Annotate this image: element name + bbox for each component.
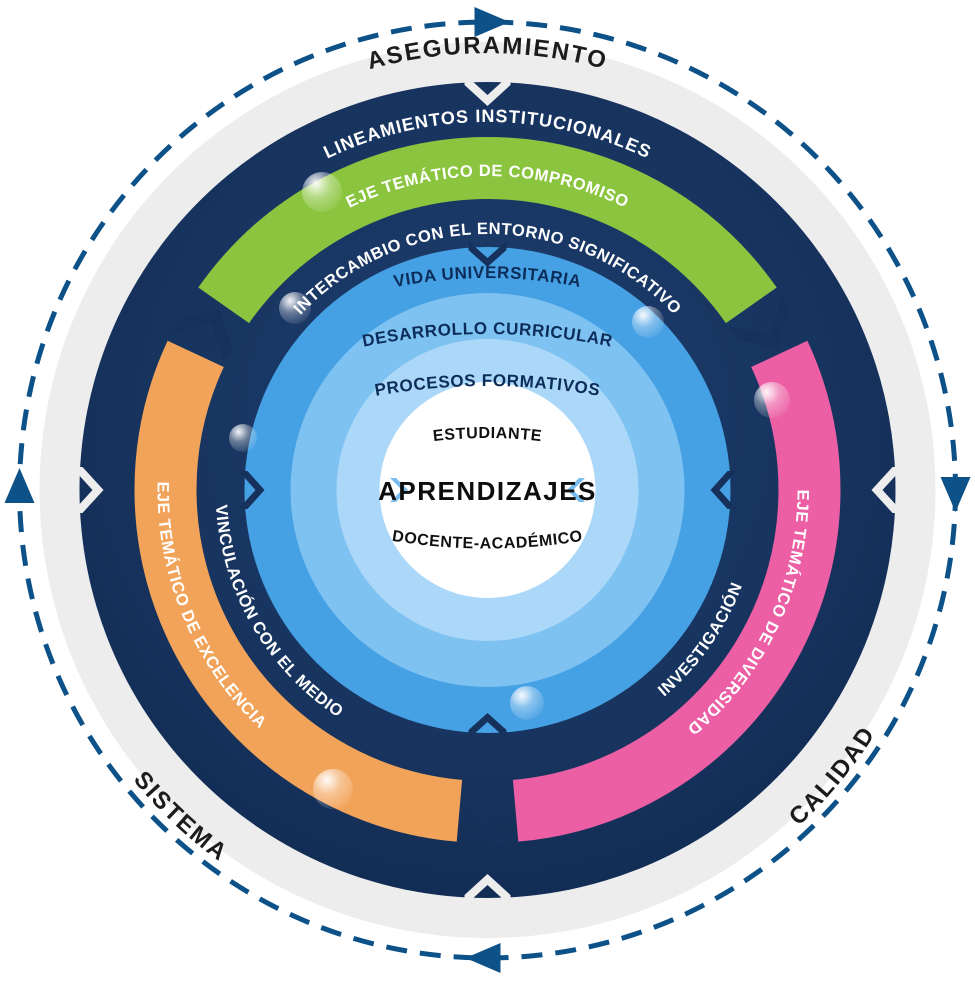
inner-chevron-bottom-icon: [468, 713, 507, 739]
notch-right-icon: [871, 467, 904, 513]
gloss-bubble: [229, 424, 257, 452]
axis-compromiso-arc: [198, 136, 777, 324]
notch-top-icon: [464, 74, 511, 106]
label-estudiante: ESTUDIANTE: [432, 425, 543, 445]
gloss-bubble: [279, 292, 311, 324]
axis-excelencia-arc: [134, 340, 463, 842]
gloss-bubbles: [229, 172, 790, 809]
gloss-bubble: [313, 769, 353, 809]
cycle-arrow-left-icon: [4, 468, 35, 503]
core-chevron-left-icon: [390, 478, 408, 502]
gloss-bubble: [302, 172, 342, 212]
notch-left-icon: [71, 467, 104, 513]
gloss-bubble: [510, 686, 544, 720]
cycle-arrow-right-icon: [940, 477, 971, 512]
flow-chevron-bottom-icon: [465, 781, 510, 843]
core-chevron-right-icon: [567, 478, 585, 502]
notch-bottom-icon: [464, 874, 511, 906]
inner-chevron-right-icon: [710, 471, 737, 509]
core-circle: [379, 382, 596, 598]
flow-chevron-upper-right-icon: [728, 294, 791, 349]
gloss-bubble: [632, 306, 664, 338]
cycle-arrow-bottom-icon: [465, 943, 501, 973]
inner-chevron-left-icon: [238, 471, 265, 509]
label-aprendizajes: APRENDIZAJES: [378, 476, 597, 506]
cycle-arrow-top-icon: [474, 7, 510, 37]
gloss-bubble: [754, 382, 790, 418]
flow-chevron-upper-left-icon: [170, 309, 233, 364]
inner-chevron-top-icon: [468, 241, 507, 267]
axis-diversidad-arc: [512, 340, 841, 842]
